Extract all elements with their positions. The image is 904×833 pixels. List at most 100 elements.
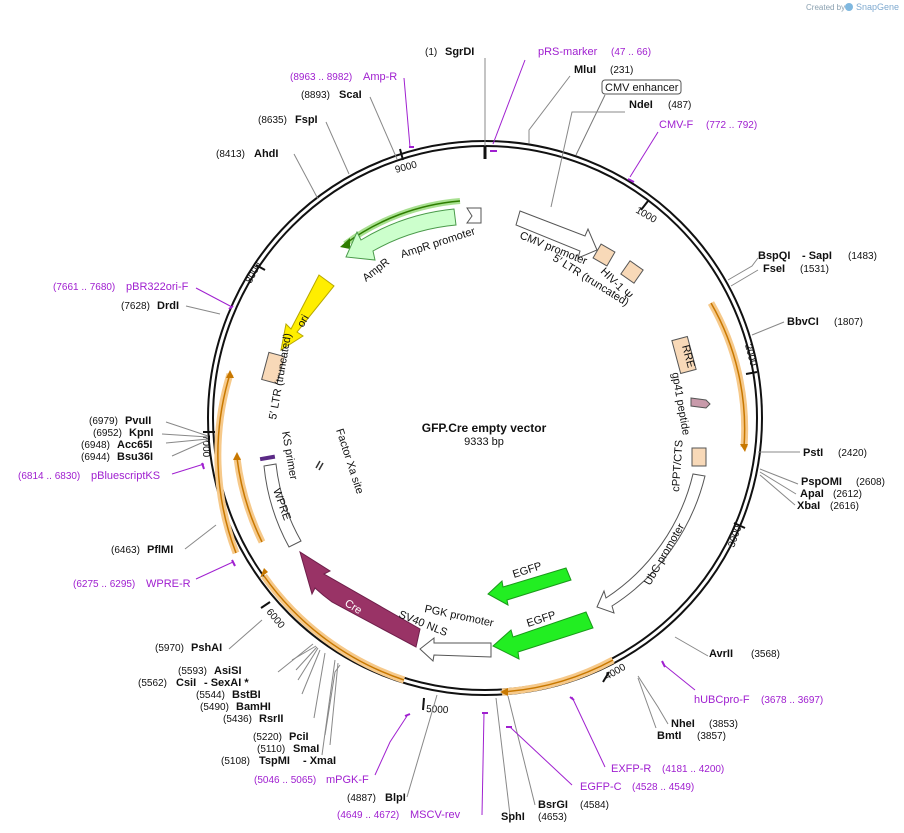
cppt-box <box>691 447 707 467</box>
site-xbai: XbaI <box>797 500 820 512</box>
site-bspqi: BspQI <box>758 250 790 262</box>
label-ks-primer: KS primer <box>279 430 299 481</box>
site-kpni: KpnI <box>129 427 153 439</box>
primer-mscv-rev: MSCV-rev <box>410 809 461 821</box>
site-sphi: SphI <box>501 811 525 823</box>
tick-marks <box>203 148 758 711</box>
label-gp41: gp41 peptide <box>669 371 692 436</box>
site-blpi: BlpI <box>385 792 406 804</box>
ubc-promoter-arrow <box>596 473 706 614</box>
site-pos-nhei: (3853) <box>709 719 738 730</box>
created-by-label: Created by <box>806 3 845 12</box>
site-pos-sphi: (4653) <box>538 812 567 823</box>
factor-xa-marker-1 <box>315 460 321 469</box>
site-ahdi: AhdI <box>254 148 278 160</box>
site-pos-ndei: (487) <box>668 100 691 111</box>
primer-labels: pRS-marker (47 .. 66) CMV-F (772 .. 792)… <box>18 46 823 821</box>
site-xmai: - XmaI <box>303 755 336 767</box>
label-ampr: AmpR <box>360 256 392 284</box>
site-pos-kpni: (6952) <box>93 428 122 439</box>
snapgene-brand: SnapGene <box>856 2 899 12</box>
site-pos-bbvci: (1807) <box>834 317 863 328</box>
site-bstbi: BstBI <box>232 689 261 701</box>
primer-pos-hubcpro-f: (3678 .. 3697) <box>761 695 823 706</box>
primer-pos-prs-marker: (47 .. 66) <box>611 47 651 58</box>
site-nhei: NheI <box>671 718 695 730</box>
plasmid-length: 9333 bp <box>464 436 504 448</box>
site-psti: PstI <box>803 447 823 459</box>
site-rsrii: RsrII <box>259 713 283 725</box>
site-asisi: AsiSI <box>214 665 242 677</box>
primer-pos-amp-r: (8963 .. 8982) <box>290 72 352 83</box>
site-pos-ahdi: (8413) <box>216 149 245 160</box>
site-pos-pflmi: (6463) <box>111 545 140 556</box>
primer-wpre-r: WPRE-R <box>146 578 191 590</box>
hiv1-psi-box <box>620 260 644 284</box>
tick-label-3000: 3000 <box>726 524 744 549</box>
primer-hubcpro-f: hUBCpro-F <box>694 694 750 706</box>
primer-pos-egfp-c: (4528 .. 4549) <box>632 782 694 793</box>
tick-label-5000: 5000 <box>426 704 449 716</box>
site-sexai: - SexAI * <box>204 677 249 689</box>
cmv-promoter-arrow <box>515 210 598 259</box>
site-pos-asisi: (5593) <box>178 666 207 677</box>
site-pos-xbai: (2616) <box>830 501 859 512</box>
site-avrii: AvrII <box>709 648 733 660</box>
label-rre: RRE <box>679 344 697 370</box>
site-bamhi: BamHI <box>236 701 271 713</box>
leader-lines <box>161 58 800 816</box>
site-fspi: FspI <box>295 114 318 126</box>
ks-primer-bar <box>259 454 276 462</box>
primer-pos-mscv-rev: (4649 .. 4672) <box>337 810 399 821</box>
site-bsu36i: Bsu36I <box>117 451 153 463</box>
primer-pbr322ori-f: pBR322ori-F <box>126 281 189 293</box>
label-cmv-enhancer: CMV enhancer <box>605 82 679 94</box>
outer-arc-arrowheads <box>226 370 748 696</box>
site-csii: CsiI <box>176 677 196 689</box>
tick-label-6000: 6000 <box>264 607 287 631</box>
site-drdi: DrdI <box>157 300 179 312</box>
site-pos-sgrdi: (1) <box>425 47 437 58</box>
site-apai: ApaI <box>800 488 824 500</box>
gp41-marker <box>690 397 711 409</box>
primer-egfp-c: EGFP-C <box>580 781 622 793</box>
ori-arrow <box>280 274 335 352</box>
primer-pos-wpre-r: (6275 .. 6295) <box>73 579 135 590</box>
cmv-enhancer-box <box>601 79 682 95</box>
site-pos-drdi: (7628) <box>121 301 150 312</box>
ltr-box <box>592 243 616 267</box>
site-pos-rsrii: (5436) <box>223 714 252 725</box>
tick-1000 <box>640 200 649 211</box>
site-bsrgi: BsrGI <box>538 799 568 811</box>
site-acc65i: Acc65I <box>117 439 152 451</box>
ampr-arc-arrowhead <box>340 238 350 249</box>
primer-pos-pbr322ori-f: (7661 .. 7680) <box>53 282 115 293</box>
label-ori: ori <box>295 313 312 330</box>
egfp-lower-arrow <box>492 611 594 660</box>
label-cppt: cPPT/CTS <box>670 440 686 493</box>
site-pos-pvuii: (6979) <box>89 416 118 427</box>
tick-label-2000: 2000 <box>742 343 758 368</box>
primer-amp-r: Amp-R <box>363 71 397 83</box>
site-bbvci: BbvCI <box>787 316 819 328</box>
site-pos-scai: (8893) <box>301 90 330 101</box>
site-pos-apai: (2612) <box>833 489 862 500</box>
pgk-promoter-arrow <box>419 636 492 662</box>
features <box>259 207 711 662</box>
primer-mpgk-f: mPGK-F <box>326 774 369 786</box>
primer-prs-marker: pRS-marker <box>538 46 598 58</box>
site-smai: SmaI <box>293 743 319 755</box>
egfp-upper-arrow <box>487 567 572 606</box>
site-sgrdi: SgrDI <box>445 46 474 58</box>
site-fsei: FseI <box>763 263 785 275</box>
site-pos-pshai: (5970) <box>155 643 184 654</box>
ampr-promoter-arrow <box>466 207 482 224</box>
wpre-box <box>263 463 302 548</box>
site-sapi: - SapI <box>802 250 832 262</box>
label-factor-xa: Factor Xa site <box>333 427 365 495</box>
ampr-arrow <box>345 208 457 261</box>
site-pos-pspomi: (2608) <box>856 477 885 488</box>
label-ubc-promoter: UbC promoter <box>642 521 687 587</box>
site-pos-bamhi: (5490) <box>200 702 229 713</box>
primer-pos-cmv-f: (772 .. 792) <box>706 120 757 131</box>
